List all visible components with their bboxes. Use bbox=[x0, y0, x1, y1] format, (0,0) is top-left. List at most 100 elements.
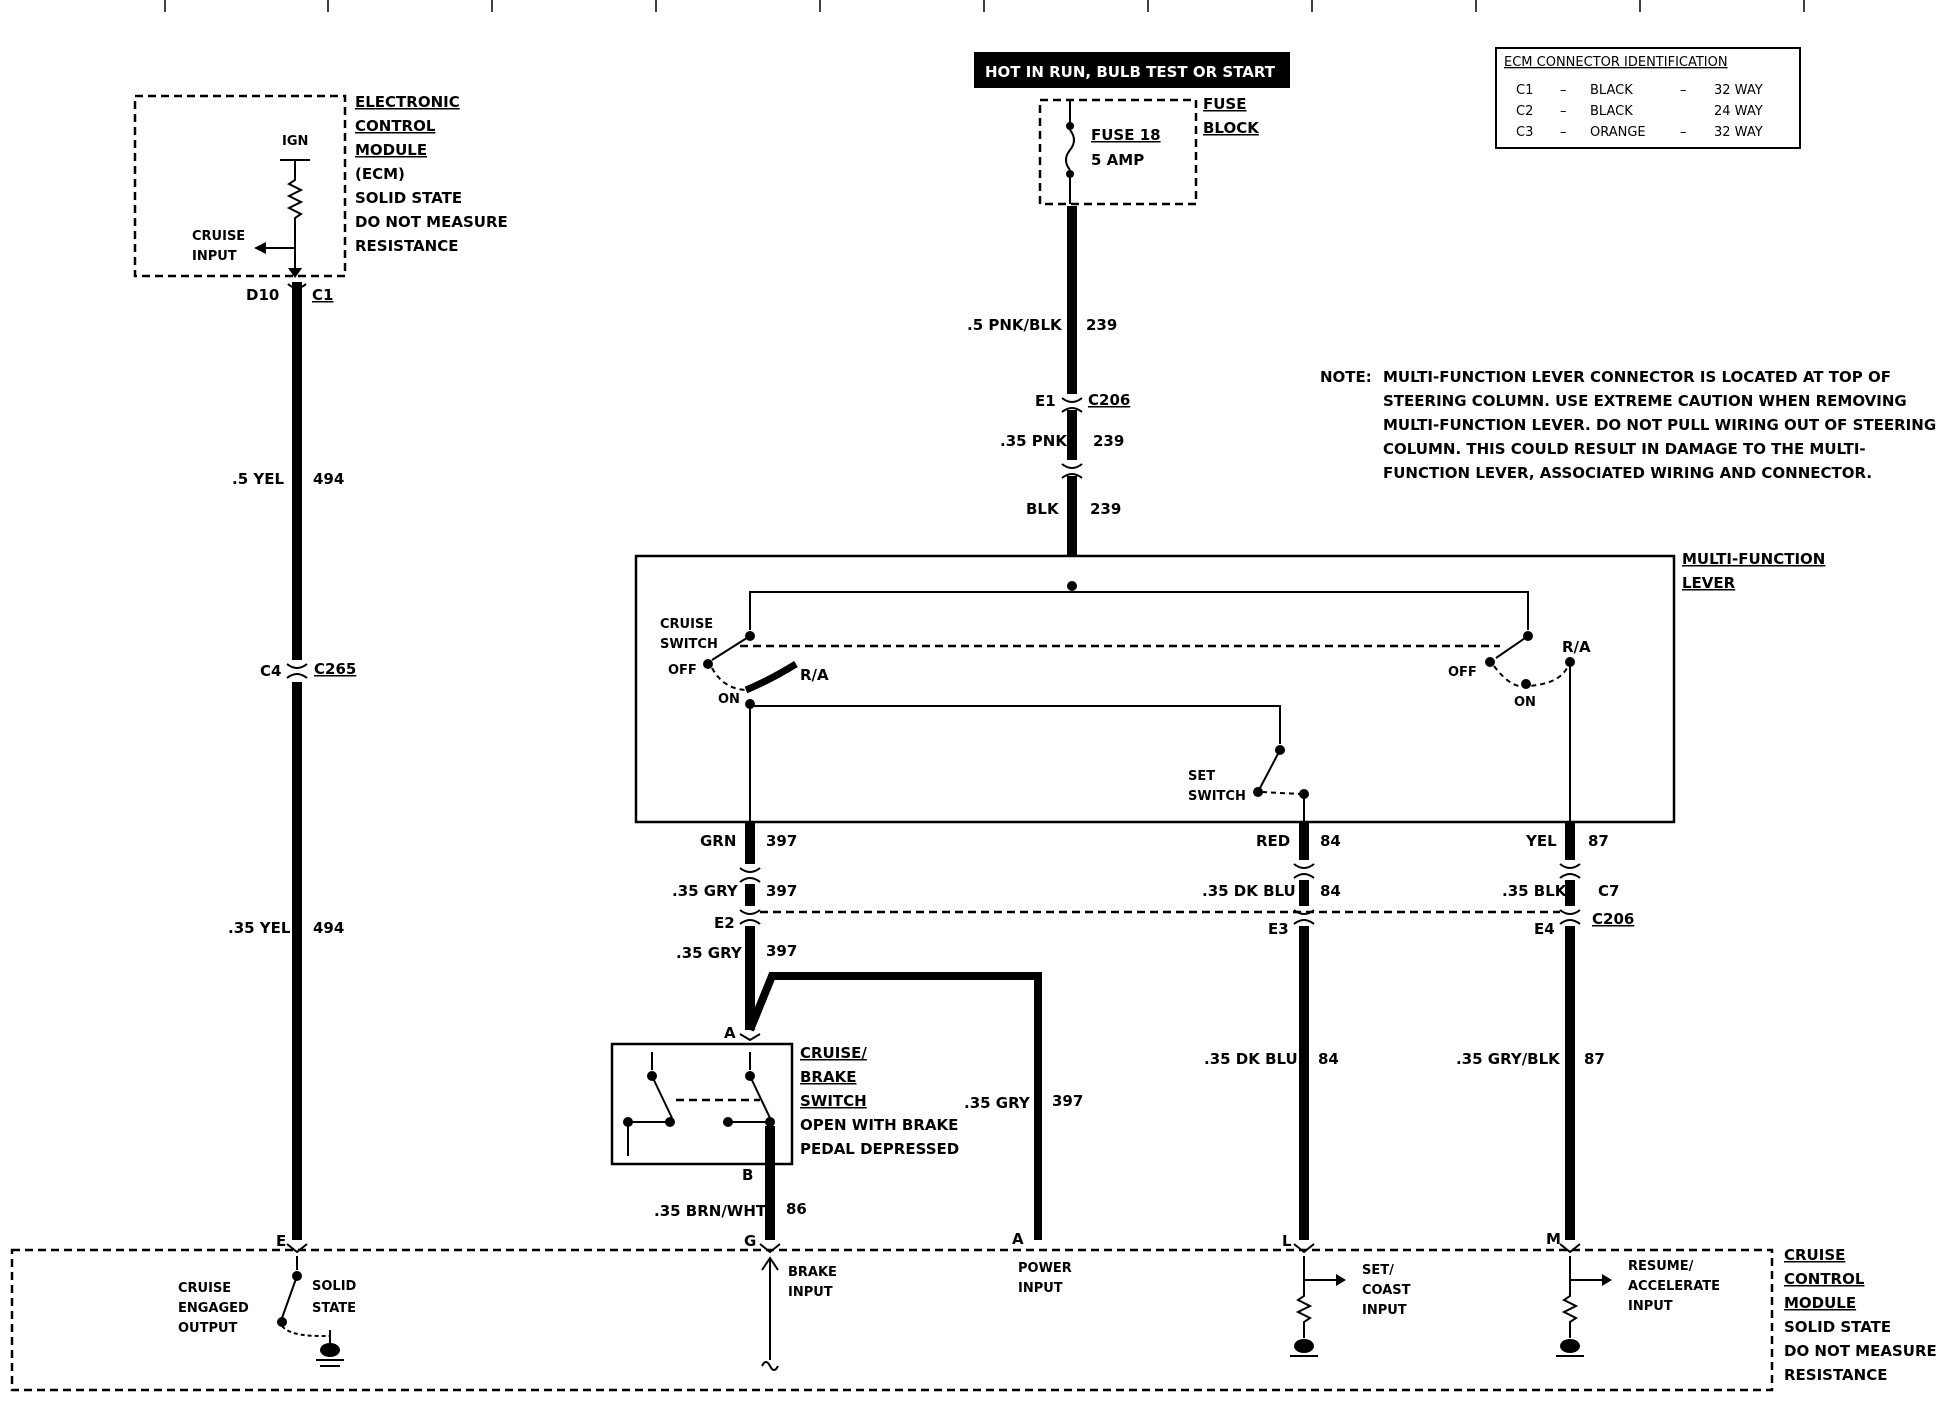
diagram-label: .35 GRY bbox=[964, 1094, 1031, 1112]
diagram-label: .35 BRN/WHT bbox=[654, 1202, 767, 1220]
diagram-label: 494 bbox=[313, 919, 344, 937]
ecm-resistor bbox=[286, 160, 304, 270]
note: NOTE: MULTI-FUNCTION LEVER CONNECTOR IS … bbox=[1320, 368, 1936, 482]
diagram-label: STATE bbox=[312, 1301, 356, 1316]
ecm-label: ELECTRONIC CONTROL MODULE (ECM) SOLID ST… bbox=[355, 93, 508, 255]
diagram-label: MULTI-FUNCTION LEVER. DO NOT PULL WIRING… bbox=[1383, 416, 1936, 434]
diagram-label: 397 bbox=[1052, 1092, 1083, 1110]
diagram-label: CRUISE bbox=[660, 617, 713, 632]
diagram-label: .5 YEL bbox=[232, 470, 284, 488]
diagram-label: INPUT bbox=[1362, 1303, 1407, 1318]
ecm-cruise-input-label: CRUISE bbox=[192, 229, 245, 244]
diagram-label: E2 bbox=[714, 914, 735, 932]
diagram-label: 84 bbox=[1320, 832, 1341, 850]
diagram-label: 84 bbox=[1318, 1050, 1339, 1068]
diagram-label: C206 bbox=[1088, 391, 1130, 409]
wire-84 bbox=[1293, 822, 1315, 1240]
diagram-label: M bbox=[1546, 1230, 1561, 1248]
diagram-label: C2 bbox=[1516, 104, 1533, 119]
diagram-label: DO NOT MEASURE bbox=[1784, 1342, 1937, 1360]
diagram-label: BLOCK bbox=[1203, 119, 1260, 137]
diagram-label: – bbox=[1560, 104, 1567, 119]
diagram-label: .35 GRY bbox=[672, 882, 739, 900]
cruise-control-module-box bbox=[10, 1248, 1774, 1392]
diagram-label: C3 bbox=[1516, 125, 1533, 140]
diagram-label: SWITCH bbox=[1188, 789, 1246, 804]
diagram-label: 397 bbox=[766, 832, 797, 850]
wire-87 bbox=[1559, 822, 1581, 1240]
ccm-label: CRUISE CONTROL MODULE SOLID STATE DO NOT… bbox=[1784, 1246, 1937, 1384]
diagram-label: INPUT bbox=[192, 249, 237, 264]
diagram-label: 397 bbox=[766, 882, 797, 900]
wire-494 bbox=[286, 282, 308, 1240]
ground-icon bbox=[316, 1343, 344, 1367]
diagram-label: 494 bbox=[313, 470, 344, 488]
diagram-label: .35 YEL bbox=[228, 919, 291, 937]
ecm-box bbox=[133, 94, 347, 278]
diagram-label: – bbox=[1560, 125, 1567, 140]
diagram-label: COLUMN. THIS COULD RESULT IN DAMAGE TO T… bbox=[1383, 440, 1866, 458]
diagram-label: 32 WAY bbox=[1714, 125, 1763, 140]
diagram-label: 239 bbox=[1090, 500, 1121, 518]
diagram-label: OPEN WITH BRAKE bbox=[800, 1116, 958, 1134]
ecm-connector-c1: C1 bbox=[312, 286, 333, 304]
diagram-label: E4 bbox=[1534, 920, 1555, 938]
diagram-label: C4 bbox=[260, 662, 281, 680]
diagram-label: CONTROL bbox=[355, 117, 436, 135]
ccm-engaged-output-switch bbox=[277, 1256, 331, 1350]
diagram-label: SWITCH bbox=[800, 1092, 867, 1110]
diagram-label: .35 DK BLU bbox=[1202, 882, 1296, 900]
diagram-label: – bbox=[1680, 125, 1687, 140]
diagram-label: E3 bbox=[1268, 920, 1289, 938]
diagram-label: 397 bbox=[766, 942, 797, 960]
diagram-label: COAST bbox=[1362, 1283, 1411, 1298]
diagram-label: .35 BLK bbox=[1502, 882, 1568, 900]
ccm-set-coast-input bbox=[1290, 1256, 1346, 1357]
diagram-label: INPUT bbox=[1628, 1299, 1673, 1314]
diagram-label: C1 bbox=[1516, 83, 1533, 98]
diagram-label: R/A bbox=[800, 666, 829, 684]
diagram-label: CRUISE bbox=[178, 1281, 231, 1296]
top-tick-marks bbox=[164, 0, 1805, 12]
cruise-brake-switch-contacts bbox=[623, 1052, 775, 1240]
diagram-label: YEL bbox=[1525, 832, 1557, 850]
diagram-label: CRUISE/ bbox=[800, 1044, 867, 1062]
diagram-label: (ECM) bbox=[355, 165, 405, 183]
diagram-label: SET bbox=[1188, 769, 1215, 784]
diagram-label: ECM CONNECTOR IDENTIFICATION bbox=[1504, 55, 1728, 70]
diagram-label: NOTE: bbox=[1320, 368, 1372, 386]
diagram-label: C206 bbox=[1592, 910, 1634, 928]
power-banner bbox=[974, 52, 1290, 88]
ccm-brake-input bbox=[761, 1256, 779, 1371]
diagram-label: DO NOT MEASURE bbox=[355, 213, 508, 231]
diagram-label: RESISTANCE bbox=[1784, 1366, 1887, 1384]
diagram-label: A bbox=[1012, 1230, 1024, 1248]
diagram-label: ORANGE bbox=[1590, 125, 1646, 140]
diagram-label: – bbox=[1680, 83, 1687, 98]
diagram-label: L bbox=[1282, 1232, 1292, 1250]
diagram-label: BLK bbox=[1026, 500, 1060, 518]
diagram-label: ON bbox=[1514, 695, 1536, 710]
diagram-label: INPUT bbox=[1018, 1281, 1063, 1296]
diagram-label: BRAKE bbox=[788, 1265, 837, 1280]
multi-function-lever-box bbox=[634, 554, 1676, 824]
diagram-label: 87 bbox=[1584, 1050, 1605, 1068]
diagram-label: E1 bbox=[1035, 392, 1056, 410]
diagram-label: BLACK bbox=[1590, 83, 1633, 98]
diagram-label: 239 bbox=[1086, 316, 1117, 334]
diagram-label: 84 bbox=[1320, 882, 1341, 900]
diagram-label: FUNCTION LEVER, ASSOCIATED WIRING AND CO… bbox=[1383, 464, 1872, 482]
diagram-label: .35 DK BLU bbox=[1204, 1050, 1298, 1068]
diagram-label: R/A bbox=[1562, 638, 1591, 656]
diagram-label: BRAKE bbox=[800, 1068, 856, 1086]
diagram-label: .35 GRY bbox=[676, 944, 743, 962]
diagram-label: OUTPUT bbox=[178, 1321, 238, 1336]
diagram-label: STEERING COLUMN. USE EXTREME CAUTION WHE… bbox=[1383, 392, 1907, 410]
diagram-label: RED bbox=[1256, 832, 1290, 850]
diagram-label: HOT IN RUN, BULB TEST OR START bbox=[985, 63, 1276, 81]
diagram-label: 87 bbox=[1588, 832, 1609, 850]
fuse-rating: 5 AMP bbox=[1091, 151, 1144, 169]
diagram-label: G bbox=[744, 1232, 756, 1250]
diagram-label: RESUME/ bbox=[1628, 1259, 1694, 1274]
